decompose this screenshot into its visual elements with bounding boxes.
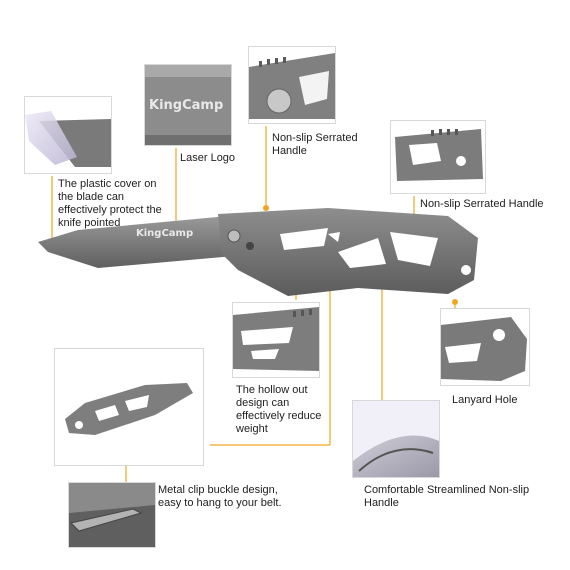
lanyard-hole-label: Lanyard Hole <box>452 394 518 406</box>
streamlined-handle-label: Comfortable Streamlined Non-slip Handle <box>364 484 530 509</box>
streamlined-handle-panel <box>352 400 440 478</box>
serrated-handle-panel-2 <box>390 120 486 194</box>
knife-side-panel <box>54 348 204 466</box>
metal-clip-label: Metal clip buckle design, easy to hang t… <box>158 484 282 509</box>
laser-logo-image: KingCamp <box>145 65 231 145</box>
metal-clip-image <box>69 483 155 547</box>
blade-cover-panel <box>24 96 112 174</box>
metal-clip-panel <box>68 482 156 548</box>
serrated-handle-label-1: Non-slip Serrated Handle <box>272 132 358 157</box>
laser-logo-panel: KingCamp <box>144 64 232 146</box>
plastic-cover-label: The plastic cover on the blade can effec… <box>58 178 162 229</box>
serrated-handle-image-1 <box>249 47 335 123</box>
lanyard-hole <box>461 265 471 275</box>
laser-logo-brand: KingCamp <box>149 98 223 113</box>
lanyard-hole-image <box>441 309 529 385</box>
blade-logo-text: KingCamp <box>136 228 193 239</box>
serrated-handle-panel-1 <box>248 46 336 124</box>
blade <box>38 216 234 268</box>
hollow-out-image <box>233 303 319 377</box>
lanyard-hole-panel <box>440 308 530 386</box>
serrated-handle-label-2: Non-slip Serrated Handle <box>420 198 544 210</box>
hollow-out-panel <box>232 302 320 378</box>
blade-tip-image <box>25 97 111 173</box>
knife-side-image <box>55 349 203 465</box>
streamlined-handle-image <box>353 401 439 477</box>
main-knife-image: KingCamp <box>38 208 478 296</box>
hollow-out-label: The hollow out design can effectively re… <box>236 384 322 435</box>
laser-logo-label: Laser Logo <box>180 152 236 164</box>
serrated-handle-image-2 <box>391 121 485 193</box>
